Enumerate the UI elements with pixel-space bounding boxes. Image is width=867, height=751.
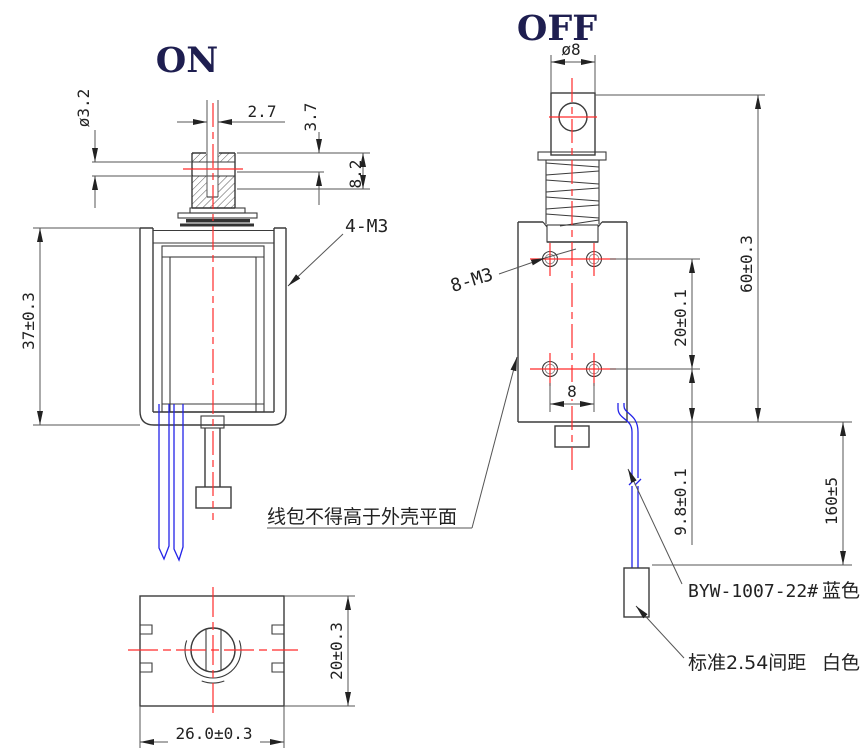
svg-text:ø3.2: ø3.2 <box>74 89 93 128</box>
svg-text:白色: 白色 <box>822 652 860 674</box>
bottom-dim-width: 26.0±0.3 <box>139 706 285 748</box>
bottom-notches <box>140 624 284 673</box>
off-lead-wire <box>617 403 650 618</box>
off-dim-hole-pitch: 8 <box>549 382 595 412</box>
bottom-outline <box>139 595 285 707</box>
svg-text:20±0.3: 20±0.3 <box>327 622 346 680</box>
on-callout-screws: 4-M3 <box>287 216 388 287</box>
on-lead-wires <box>158 404 184 562</box>
off-callout-connector-spec: 标准2.54间距 白色 <box>635 605 860 674</box>
on-dim-top-to-hole: 3.7 <box>237 103 370 205</box>
svg-text:蓝色: 蓝色 <box>822 580 860 602</box>
svg-text:37±0.3: 37±0.3 <box>19 292 38 350</box>
view-off-title: OFF <box>517 8 597 49</box>
svg-text:8.2: 8.2 <box>346 160 365 189</box>
off-plunger-rod <box>549 92 597 156</box>
svg-text:26.0±0.3: 26.0±0.3 <box>175 724 252 743</box>
off-dim-wire-length: 160±5 <box>652 422 852 566</box>
view-bottom: 20±0.3 26.0±0.3 <box>128 587 355 748</box>
off-dim-bottom-offset: 9.8±0.1 <box>671 369 695 545</box>
off-mounting-holes <box>530 243 616 386</box>
view-on: ON <box>19 40 388 562</box>
on-dim-hole-dia: ø3.2 <box>74 89 192 208</box>
on-mounting-nut-stack <box>177 207 258 227</box>
svg-text:60±0.3: 60±0.3 <box>737 235 756 293</box>
svg-text:2.7: 2.7 <box>248 102 277 121</box>
svg-text:4-M3: 4-M3 <box>345 216 388 237</box>
svg-text:ø8: ø8 <box>561 40 580 59</box>
svg-text:3.7: 3.7 <box>301 103 320 132</box>
svg-text:20±0.1: 20±0.1 <box>671 289 690 347</box>
off-dim-overall-height: 60±0.3 <box>595 94 852 423</box>
svg-text:160±5: 160±5 <box>822 477 841 525</box>
off-callout-wire-spec: BYW-1007-22# 蓝色 <box>627 468 860 602</box>
view-off: OFF ø8 <box>267 8 860 674</box>
svg-text:9.8±0.1: 9.8±0.1 <box>671 468 690 535</box>
svg-text:线包不得高于外壳平面: 线包不得高于外壳平面 <box>267 506 457 528</box>
on-dim-slot-width: 2.7 <box>177 102 285 125</box>
svg-text:标准2.54间距: 标准2.54间距 <box>688 652 806 674</box>
svg-text:8: 8 <box>567 382 577 401</box>
on-dim-head-height: 8.2 <box>237 153 370 190</box>
svg-text:BYW-1007-22#: BYW-1007-22# <box>688 581 818 602</box>
view-on-title: ON <box>156 40 218 81</box>
off-dim-rod-dia: ø8 <box>550 40 596 93</box>
off-connector <box>623 567 650 618</box>
off-dim-hole-spacing-v: 20±0.1 <box>610 258 700 370</box>
bottom-dim-depth: 20±0.3 <box>284 595 355 707</box>
on-dim-body-height: 37±0.3 <box>19 227 140 426</box>
coil-note: 线包不得高于外壳平面 <box>267 356 518 529</box>
svg-text:8-M3: 8-M3 <box>448 264 496 297</box>
